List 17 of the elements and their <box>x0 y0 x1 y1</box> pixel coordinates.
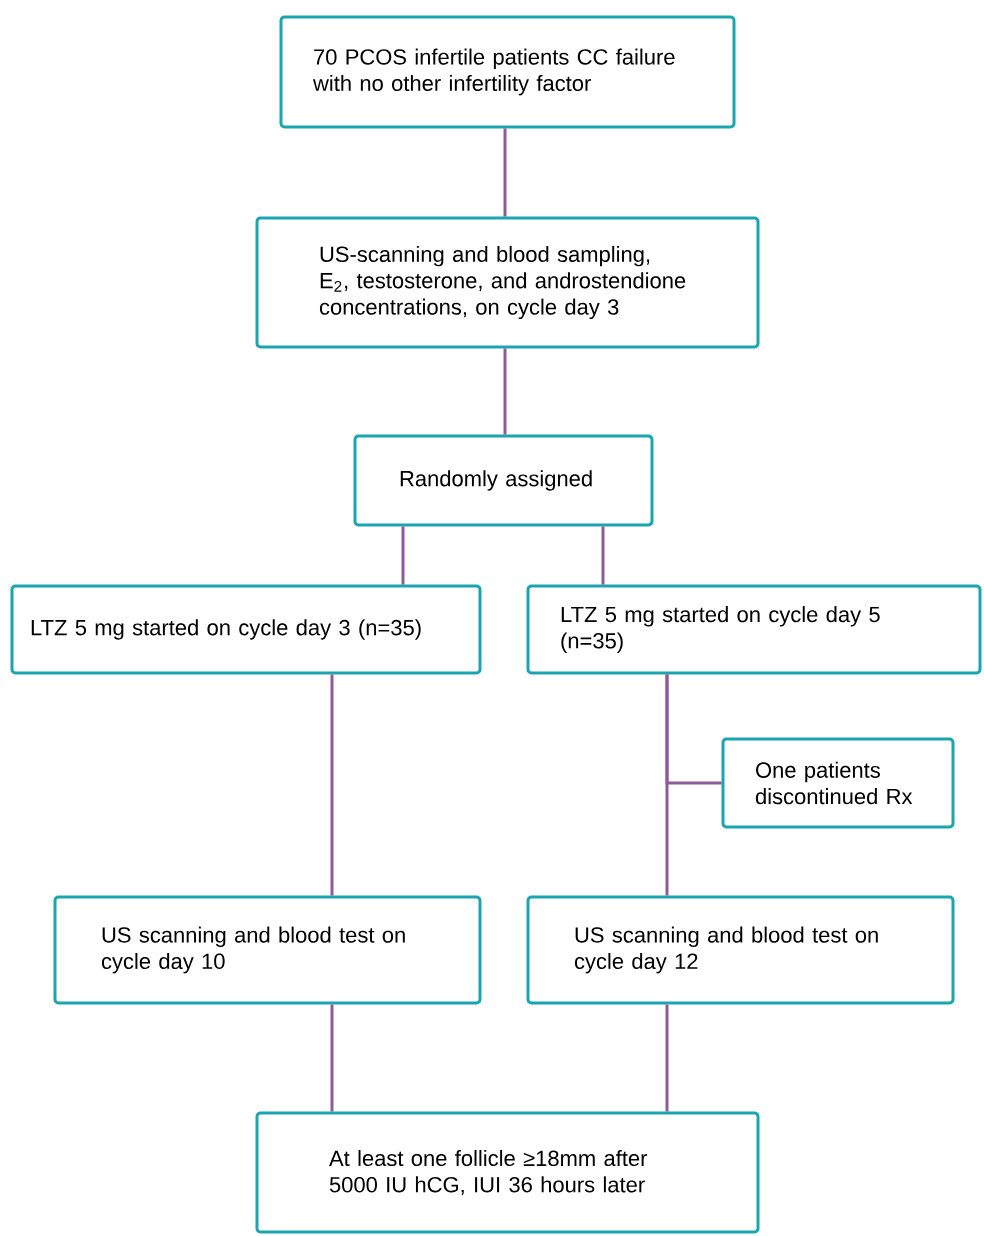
process-box: At least one follicle ≥18mm after 5000 IU hCG, IUI 36 hours later <box>255 1111 760 1234</box>
connector-line <box>503 348 507 435</box>
process-box: US scanning and blood test on cycle day 12 <box>526 895 955 1005</box>
connector-line <box>503 128 507 217</box>
process-box: LTZ 5 mg started on cycle day 5 (n=35) <box>526 584 982 675</box>
connector-line <box>401 526 405 585</box>
process-box: One patients discontinued Rx <box>721 737 955 829</box>
process-box: US scanning and blood test on cycle day 10 <box>53 895 482 1005</box>
connector-line <box>330 1004 334 1112</box>
connector-line <box>330 674 334 896</box>
connector-line <box>665 1004 669 1112</box>
process-box: LTZ 5 mg started on cycle day 3 (n=35) <box>10 584 482 675</box>
process-box: US-scanning and blood sampling, E$_{2}$, testosterone, and androstendione concentrations, on cycle day 3 <box>255 216 760 349</box>
connector-line <box>601 526 605 585</box>
process-box: Randomly assigned <box>353 434 654 527</box>
process-box: 70 PCOS infertile patients CC failure with no other infertility factor <box>279 15 736 129</box>
connector-line <box>665 674 669 896</box>
